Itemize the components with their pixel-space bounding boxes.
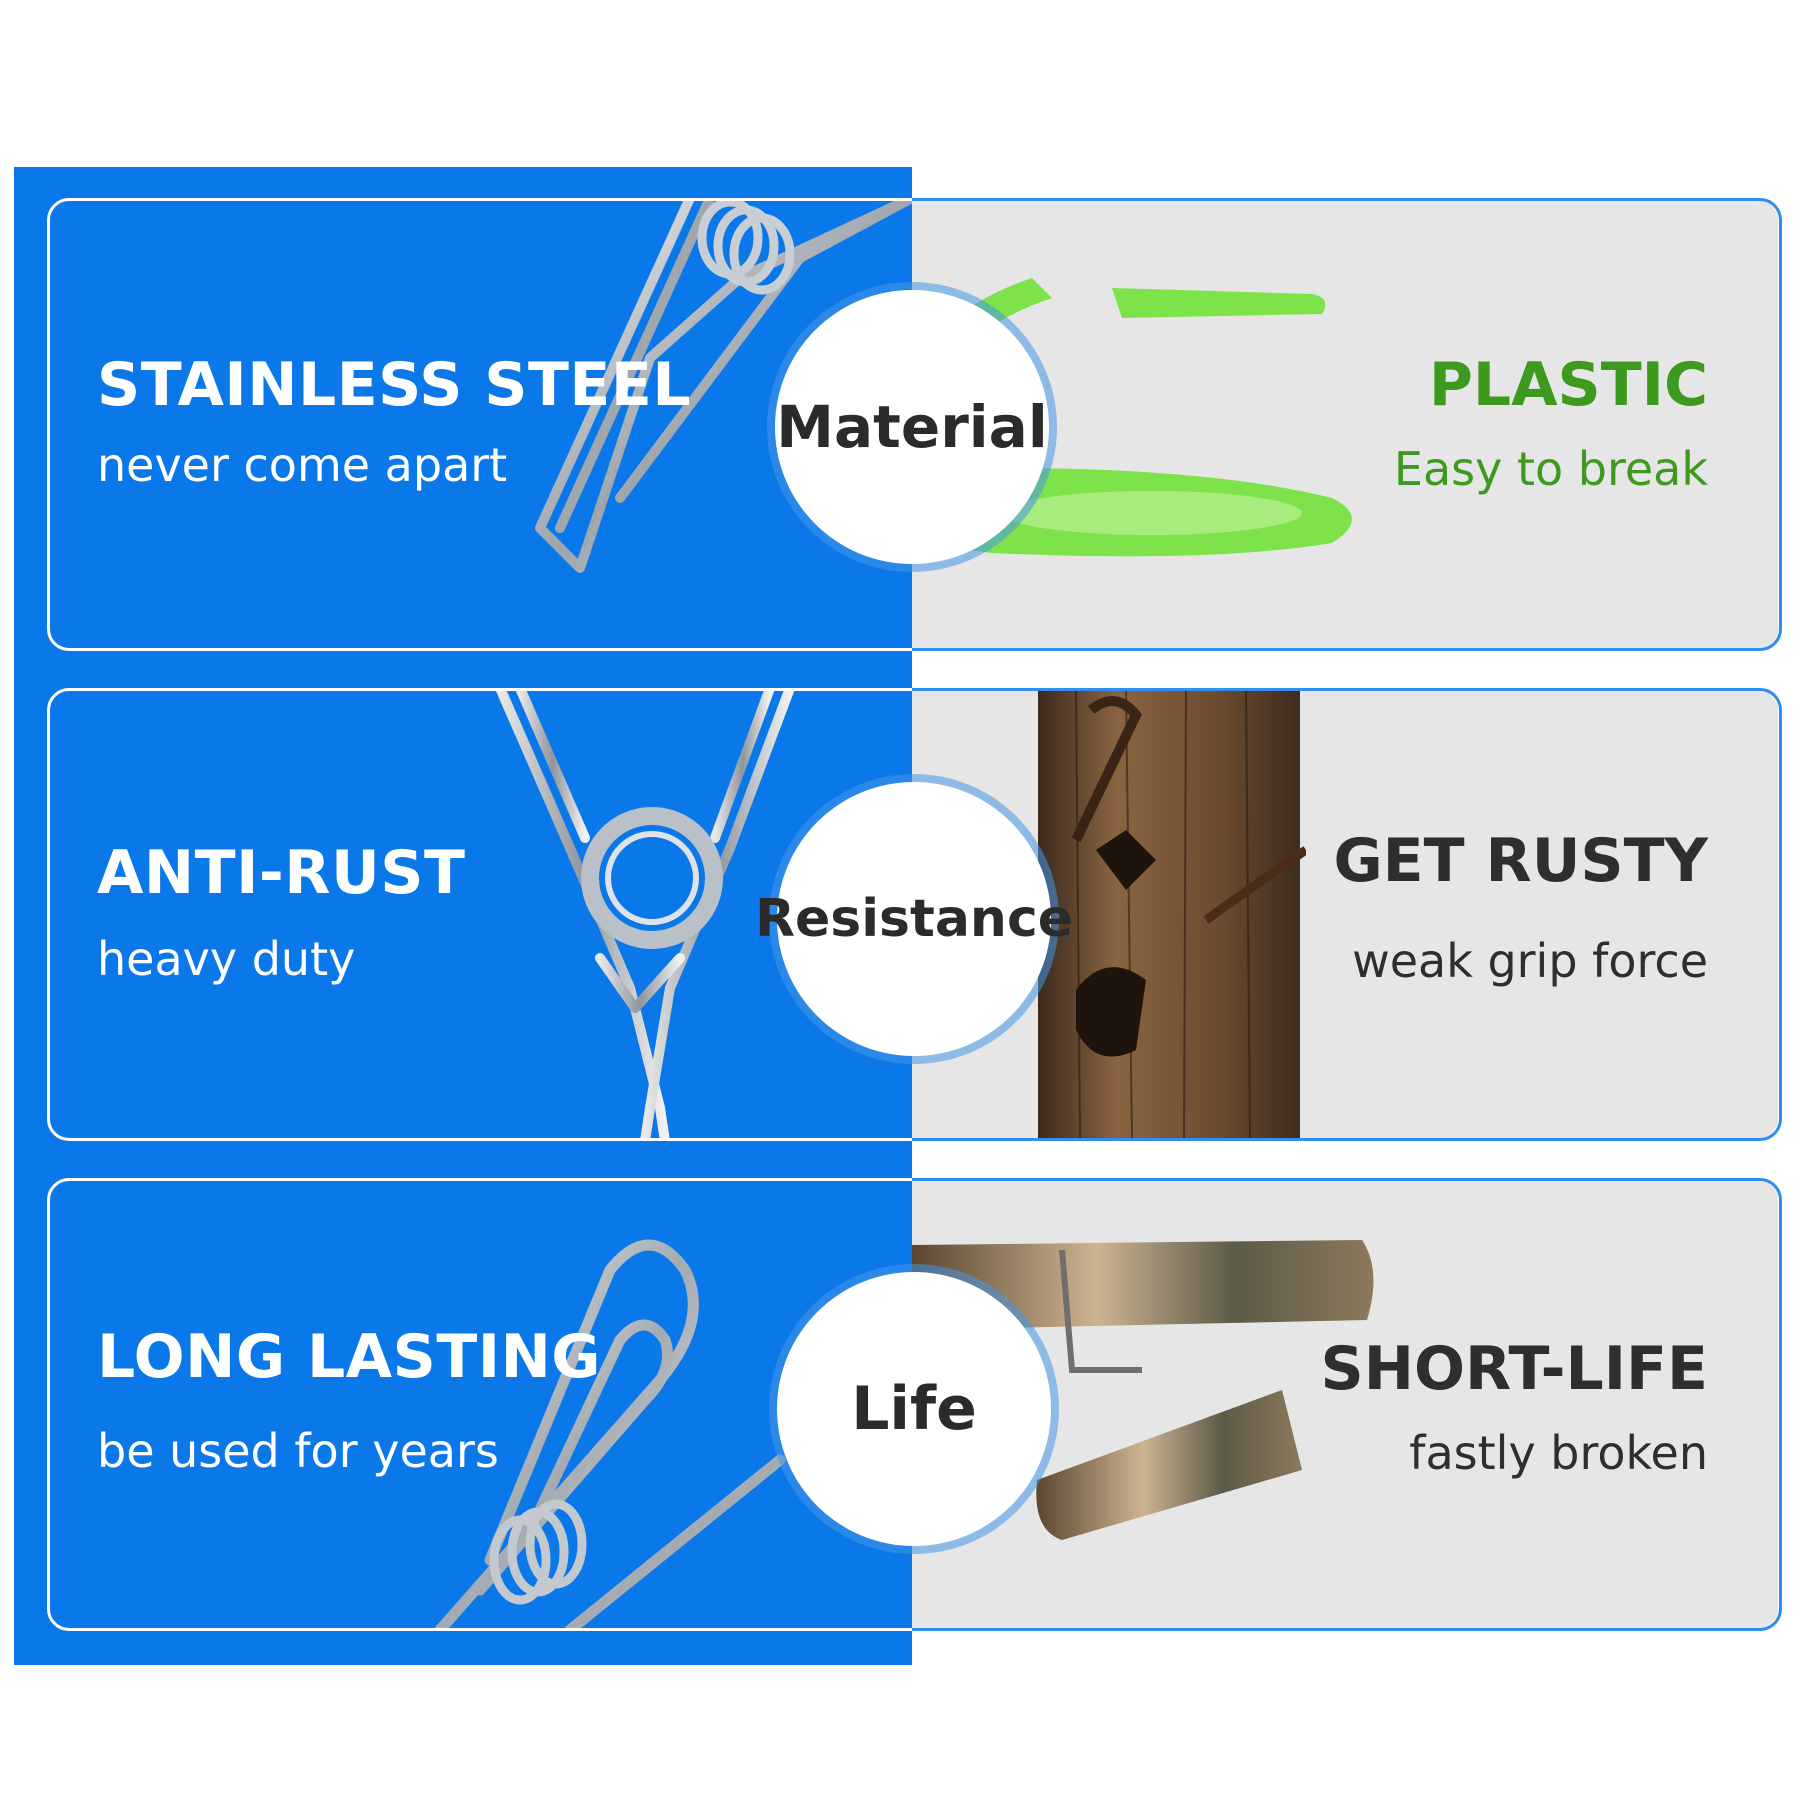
material-badge: Material: [775, 290, 1049, 564]
stainless-clip-coil-image: [495, 688, 795, 1141]
plastic-title: PLASTIC: [1428, 350, 1708, 420]
short-life-subtitle: fastly broken: [1409, 1426, 1708, 1480]
rusty-wooden-peg-image: [1038, 690, 1306, 1138]
row-1-right-panel: [912, 198, 1782, 651]
short-life-title: SHORT-LIFE: [1320, 1334, 1708, 1404]
long-lasting-title: LONG LASTING: [97, 1322, 602, 1392]
stainless-clip-loop-image: [434, 1239, 786, 1630]
long-lasting-subtitle: be used for years: [97, 1424, 499, 1478]
get-rusty-subtitle: weak grip force: [1352, 934, 1708, 988]
stainless-steel-panel: [14, 167, 912, 1665]
plastic-subtitle: Easy to break: [1393, 442, 1708, 496]
anti-rust-title: ANTI-RUST: [97, 838, 466, 908]
stainless-clip-spring-image: [525, 198, 912, 573]
resistance-badge: Resistance: [755, 782, 1073, 1056]
stainless-steel-subtitle: never come apart: [97, 438, 508, 492]
stainless-steel-title: STAINLESS STEEL: [97, 350, 692, 420]
anti-rust-subtitle: heavy duty: [97, 932, 356, 986]
life-badge: Life: [777, 1272, 1051, 1546]
broken-wooden-peg-image: [912, 1240, 1374, 1540]
get-rusty-title: GET RUSTY: [1333, 826, 1708, 896]
